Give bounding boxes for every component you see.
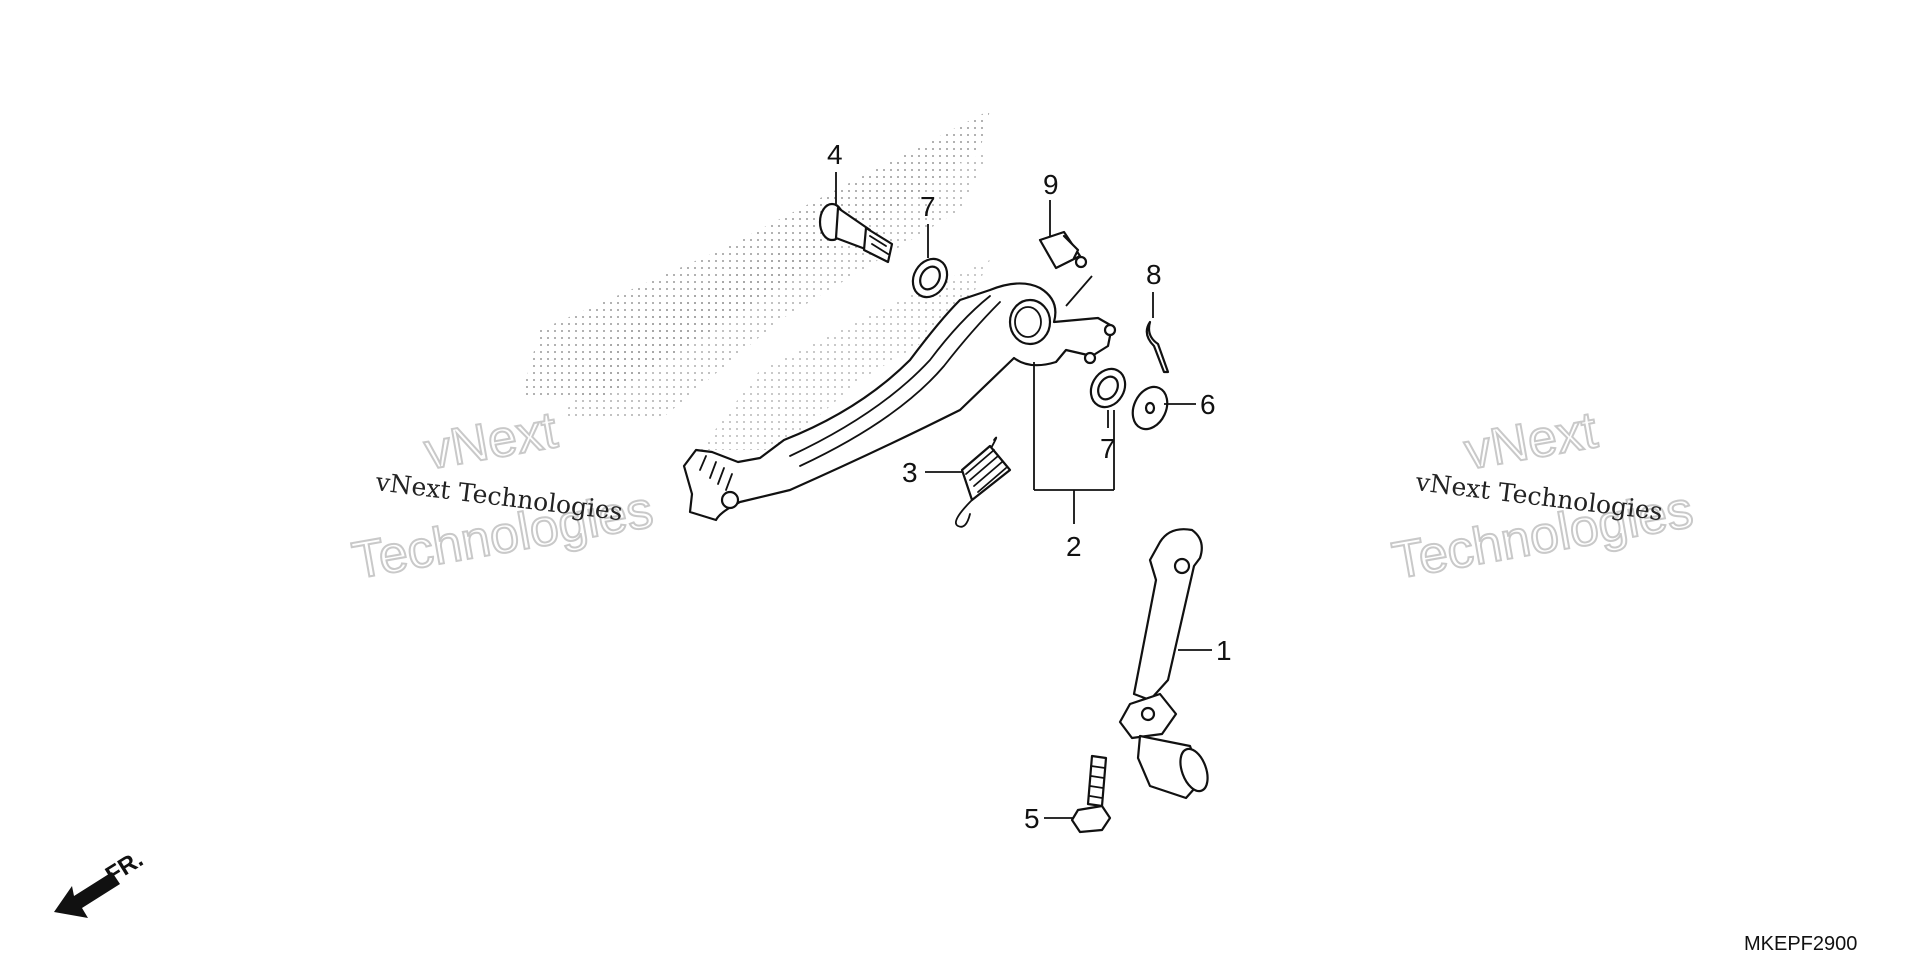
wing-logo-watermark	[520, 110, 990, 450]
return-spring	[954, 436, 1012, 528]
callout-5: 5	[1024, 803, 1040, 834]
pivot-bolt	[818, 202, 894, 264]
callout-9: 9	[1043, 169, 1059, 200]
front-direction-arrow-icon: FR.	[54, 846, 148, 918]
callout-8: 8	[1146, 259, 1162, 290]
washer	[1131, 385, 1169, 431]
gearshift-bolt	[1070, 754, 1112, 834]
gearshift-pedal	[1118, 528, 1209, 800]
callout-6: 6	[1200, 389, 1216, 420]
watermark-big-top: vNext	[420, 401, 562, 481]
seal-lower	[1089, 367, 1127, 409]
seal-upper	[911, 257, 949, 299]
callout-1: 1	[1216, 635, 1232, 666]
callout-4: 4	[827, 139, 843, 170]
brake-pedal	[682, 282, 1117, 522]
callout-2: 2	[1066, 531, 1082, 562]
callout-3: 3	[902, 457, 918, 488]
leader-lines	[835, 172, 1212, 819]
diagram-code: MKEPF2900	[1744, 933, 1857, 955]
clevis-joint	[1038, 230, 1088, 270]
callout-7-upper: 7	[920, 191, 936, 222]
cotter-pin	[1145, 320, 1170, 374]
watermark-big-top-right: vNext	[1460, 401, 1602, 481]
callout-7-lower: 7	[1100, 433, 1116, 464]
